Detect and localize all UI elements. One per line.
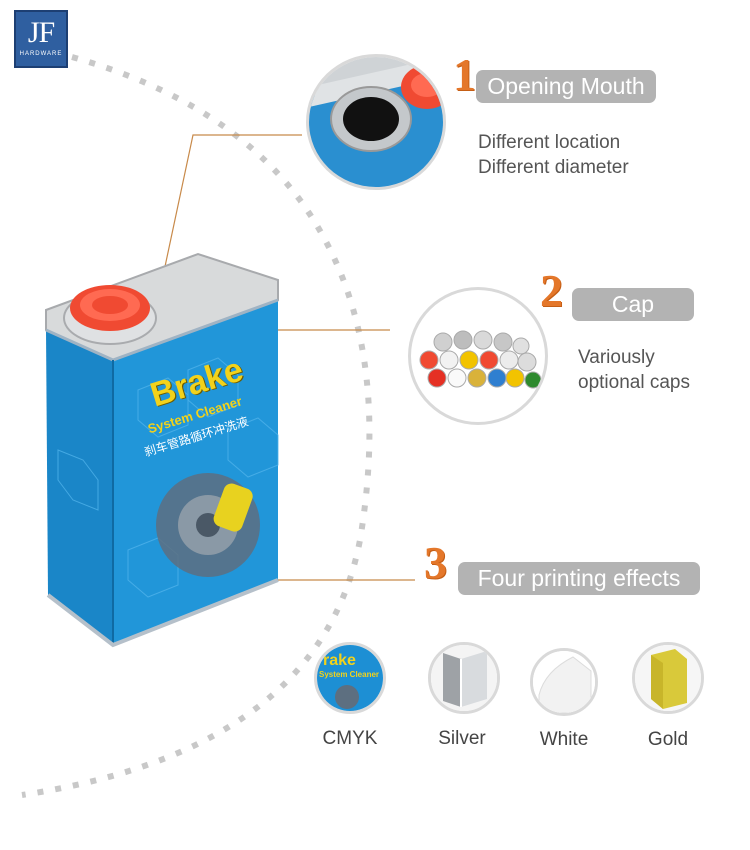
feature-2-description: Variously optional caps	[578, 345, 690, 395]
brake-cleaner-can: Brake System Cleaner 刹车管路循环冲洗液	[38, 250, 288, 650]
caps-closeup	[408, 287, 548, 425]
svg-text:rake: rake	[323, 652, 356, 669]
effect-label-white: White	[539, 729, 589, 750]
feature-number-1: 1	[453, 49, 476, 100]
feature-label-opening-mouth: Opening Mouth	[476, 70, 656, 103]
svg-text:System Cleaner: System Cleaner	[319, 670, 379, 679]
effect-swatch-gold	[632, 642, 704, 714]
feature-label-printing-effects: Four printing effects	[458, 562, 700, 595]
feature-number-2: 2	[540, 265, 563, 316]
feature-number-3: 3	[424, 537, 447, 588]
effect-label-silver: Silver	[438, 728, 486, 749]
feature-2-desc-line: optional caps	[578, 372, 690, 393]
feature-1-description: Different location Different diameter	[478, 130, 629, 180]
feature-2-desc-line: Variously	[578, 347, 655, 368]
logo-mark: JF	[27, 16, 55, 49]
feature-1-desc-line: Different location	[478, 132, 621, 153]
opening-mouth-closeup	[306, 54, 446, 190]
logo-subtitle: HARDWARE	[19, 51, 63, 57]
effect-swatch-silver	[428, 642, 500, 714]
feature-1-desc-line: Different diameter	[478, 157, 629, 178]
effect-label-cmyk: CMYK	[322, 728, 378, 749]
feature-label-cap: Cap	[572, 288, 694, 321]
effect-swatch-white	[530, 648, 598, 716]
effect-label-gold: Gold	[647, 729, 689, 750]
brand-logo: JF HARDWARE	[14, 10, 68, 68]
effect-swatch-cmyk: rake System Cleaner	[314, 642, 386, 714]
